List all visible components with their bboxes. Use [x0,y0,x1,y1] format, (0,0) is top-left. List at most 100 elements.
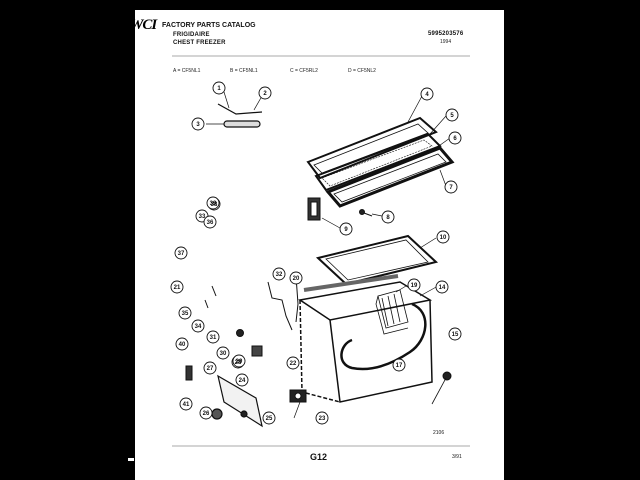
drain-plug [431,371,452,405]
wiring [204,275,299,331]
callout-label-22: 22 [290,361,297,367]
callout-circle-2 [258,86,272,100]
lid-gasket [325,146,455,208]
lamp-part [185,365,193,381]
callout-label-9: 9 [344,227,348,233]
hinge-assembly [206,103,263,128]
lid-frame [306,116,438,180]
callout-circle-20 [289,271,303,285]
screw-part [359,209,373,217]
callout-label-10: 10 [440,235,447,241]
callout-circle-35 [178,306,192,320]
callout-circle-34 [191,319,205,333]
lock-part [307,197,321,221]
wci-logo: WCI [130,17,157,33]
callout-label-17: 17 [396,363,403,369]
callout-circle-31 [206,330,220,344]
breaker-strip [315,234,439,286]
callout-label-20: 20 [293,276,300,282]
callout-labels: 1234567891014151719202122232425262728293… [174,86,459,422]
callout-circle-8 [381,210,395,224]
callout-circle-26 [199,406,213,420]
callout-label-31: 31 [210,335,217,341]
callout-circle-19 [407,278,421,292]
callout-circle-32 [272,267,286,281]
callout-label-15: 15 [452,332,459,338]
leader-lines [223,91,451,419]
callout-label-26: 26 [203,411,210,417]
callout-label-1: 1 [217,86,221,92]
lid-liner [314,132,442,192]
callout-circle-1 [212,81,226,95]
model-b: B = CF5NL1 [230,68,258,74]
callout-label-14: 14 [439,285,446,291]
callout-label-2: 2 [263,91,267,97]
callout-label-6: 6 [453,136,457,142]
callout-circle-39 [206,196,220,210]
callout-label-7: 7 [449,185,453,191]
callout-label-40: 40 [179,342,186,348]
callout-label-39: 39 [210,201,217,207]
cabinet [298,274,433,403]
callout-circle-5 [445,108,459,122]
callout-markers [170,81,462,425]
model-a: A = CF5NL1 [173,68,201,74]
callout-label-38: 38 [211,202,218,208]
callout-label-25: 25 [266,416,273,422]
callout-label-37: 37 [178,251,185,257]
callout-label-28: 28 [235,360,242,366]
callout-label-41: 41 [183,402,190,408]
callout-circle-17 [392,358,406,372]
revision-date: 3/91 [452,454,462,460]
callout-circle-27 [203,361,217,375]
callout-label-29: 29 [236,359,243,365]
callout-circle-23 [315,411,329,425]
catalog-sub: 1994 [440,39,452,45]
callout-label-35: 35 [182,311,189,317]
callout-label-27: 27 [207,366,214,372]
callout-circle-9 [339,222,353,236]
callout-circle-4 [420,87,434,101]
callout-circle-36 [203,215,217,229]
parts-catalog-sheet [135,10,504,480]
model-c: C = CF5RL2 [290,68,318,74]
callout-label-34: 34 [195,324,202,330]
callout-circle-3 [191,117,205,131]
callout-label-19: 19 [411,283,418,289]
thermostat-knob [236,329,263,357]
callout-circle-37 [174,246,188,260]
callout-label-30: 30 [220,351,227,357]
callout-label-21: 21 [174,285,181,291]
callout-label-36: 36 [207,220,214,226]
callout-label-3: 3 [196,122,200,128]
callout-circle-29 [232,354,246,368]
callout-label-32: 32 [276,272,283,278]
product-name: CHEST FREEZER [173,40,226,46]
storage-basket [375,289,409,335]
callout-label-33: 33 [199,214,206,220]
catalog-title: FACTORY PARTS CATALOG [162,22,256,29]
callout-circle-25 [262,411,276,425]
page-code: G12 [310,452,328,462]
callout-label-24: 24 [239,378,246,384]
callout-circle-41 [179,397,193,411]
callout-circle-14 [435,280,449,294]
callout-label-5: 5 [450,113,454,119]
callout-label-23: 23 [319,416,326,422]
callout-label-8: 8 [386,215,390,221]
model-d: D = CF5NL2 [348,68,376,74]
callout-circle-24 [235,373,249,387]
scan-mark [128,458,134,461]
catalog-number: 5995203576 [428,31,464,37]
callout-circle-30 [216,346,230,360]
callout-circle-6 [448,131,462,145]
callout-circle-15 [448,327,462,341]
condenser-coil [340,302,427,371]
callout-circle-7 [444,180,458,194]
callout-circle-21 [170,280,184,294]
callout-label-4: 4 [425,92,429,98]
relay-part [289,389,307,403]
drawing-number: 2106 [433,430,445,436]
callout-circle-40 [175,337,189,351]
